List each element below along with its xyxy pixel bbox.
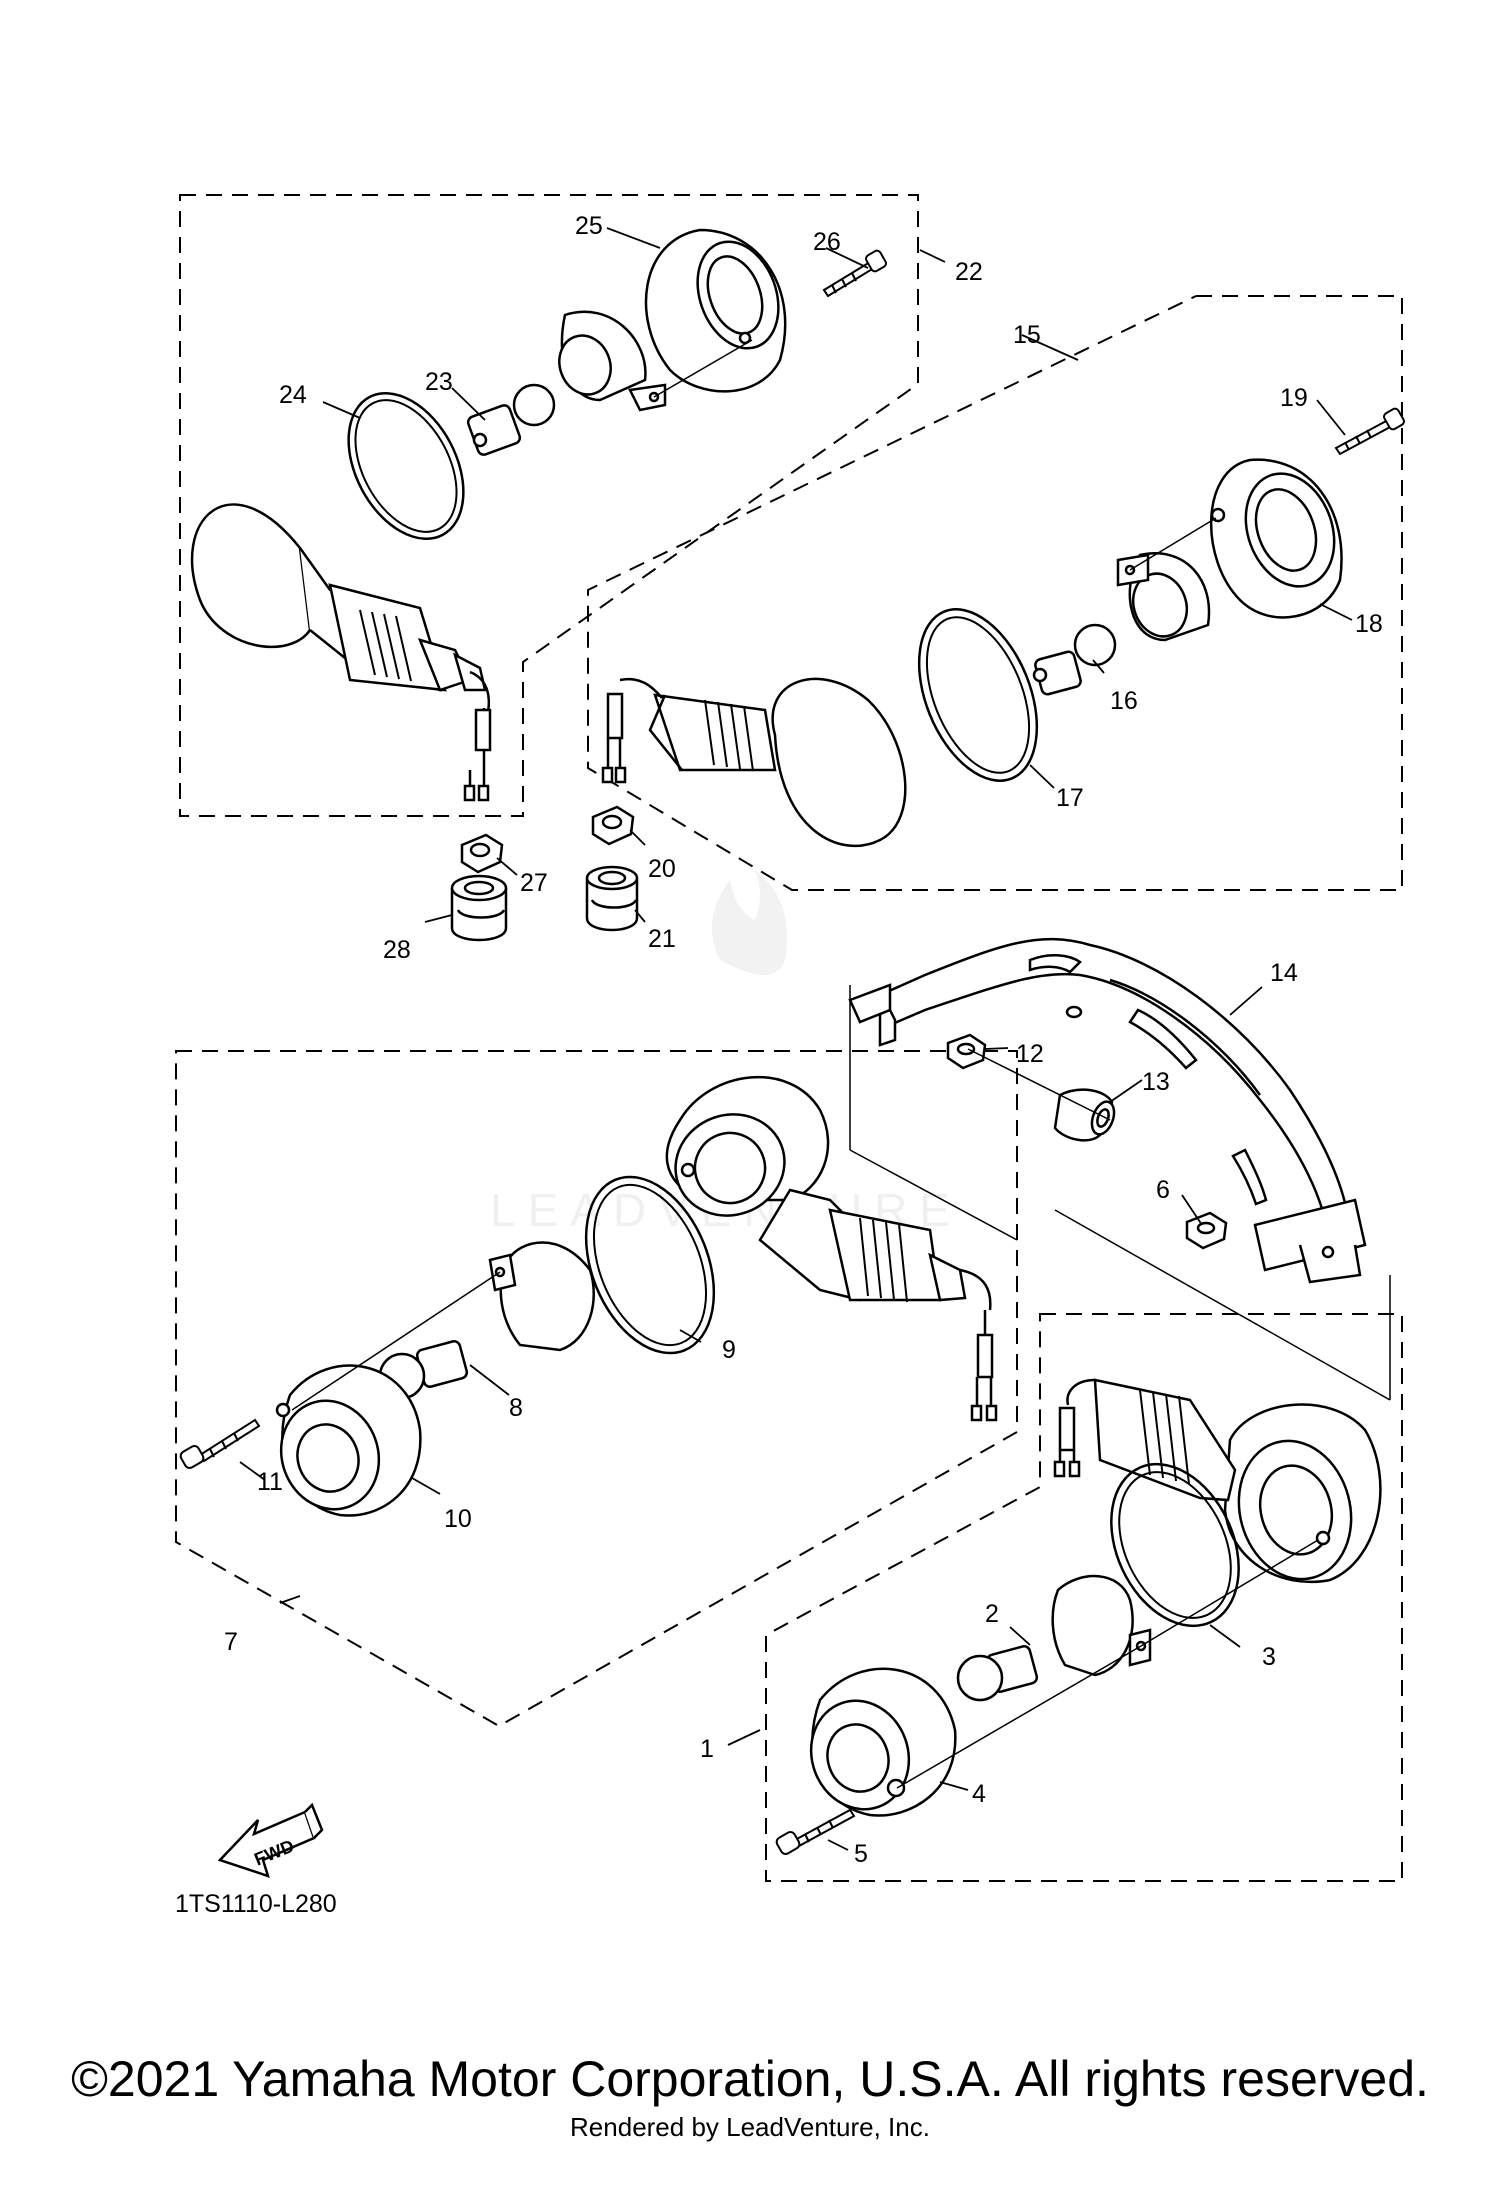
callout-18: 18 — [1355, 610, 1383, 638]
callout-3: 3 — [1262, 1643, 1276, 1671]
socket-plate-15 — [1116, 552, 1211, 642]
callout-11: 11 — [257, 1468, 283, 1496]
callout-28: 28 — [383, 936, 411, 964]
callout-8: 8 — [509, 1394, 523, 1422]
rendered-by-notice: Rendered by LeadVenture, Inc. — [570, 2112, 930, 2142]
callout-17: 17 — [1056, 784, 1084, 812]
callout-4: 4 — [972, 1780, 986, 1808]
bracket-14 — [848, 937, 1367, 1284]
lens-housing-18 — [1209, 458, 1343, 619]
group-box-1 — [765, 1313, 1403, 1882]
lens-housing-25 — [644, 228, 787, 393]
callout-27: 27 — [520, 869, 548, 897]
screw-26 — [822, 249, 887, 298]
screw-11 — [179, 1418, 261, 1469]
nut-6 — [1185, 1211, 1228, 1250]
bulb-16 — [1032, 623, 1117, 696]
spacer-13 — [1053, 1088, 1116, 1142]
callout-24: 24 — [279, 381, 307, 409]
signal-assembly-1 — [1053, 1378, 1382, 1584]
gasket-9 — [584, 1175, 716, 1355]
lens-housing-4 — [809, 1667, 957, 1817]
fwd-arrow: FWD — [217, 1802, 324, 1878]
callout-1: 1 — [700, 1735, 714, 1763]
leader-lines — [239, 227, 1353, 1851]
callout-9: 9 — [722, 1336, 736, 1364]
callout-19: 19 — [1280, 384, 1308, 412]
callout-21: 21 — [648, 925, 676, 953]
callout-12: 12 — [1016, 1040, 1044, 1068]
socket-plate-22 — [558, 310, 667, 412]
group-box-22 — [179, 194, 919, 817]
gasket-24 — [347, 391, 465, 541]
callout-labels: 1 2 3 4 5 6 7 8 9 10 11 12 13 14 15 16 1… — [224, 212, 1383, 1868]
callout-20: 20 — [648, 855, 676, 883]
callout-2: 2 — [985, 1600, 999, 1628]
lens-housing-10 — [275, 1364, 422, 1517]
callout-13: 13 — [1142, 1068, 1170, 1096]
group-box-7 — [175, 1050, 1018, 1728]
callout-7: 7 — [224, 1628, 238, 1656]
screw-19 — [1334, 407, 1405, 456]
gasket-17 — [917, 608, 1039, 782]
spacer-28 — [450, 874, 508, 942]
callout-25: 25 — [575, 212, 603, 240]
gasket-3 — [1110, 1462, 1240, 1628]
callout-15: 15 — [1013, 321, 1041, 349]
signal-assembly-22 — [190, 503, 492, 802]
callout-5: 5 — [854, 1840, 868, 1868]
spacer-21 — [585, 865, 639, 932]
nut-20 — [591, 805, 635, 846]
callout-14: 14 — [1270, 959, 1298, 987]
callout-6: 6 — [1156, 1176, 1170, 1204]
copyright-notice: ©2021 Yamaha Motor Corporation, U.S.A. A… — [71, 2051, 1429, 2107]
signal-assembly-7 — [665, 1075, 998, 1422]
group-box-15 — [587, 295, 1403, 891]
screw-5 — [775, 1808, 856, 1855]
figure-code: 1TS1110-L280 — [175, 1890, 337, 1918]
callout-16: 16 — [1110, 687, 1138, 715]
signal-assembly-15 — [601, 677, 907, 848]
callout-23: 23 — [425, 368, 453, 396]
callout-22: 22 — [955, 258, 983, 286]
callout-26: 26 — [813, 228, 841, 256]
bulb-23 — [466, 383, 556, 456]
bulb-2 — [956, 1645, 1039, 1702]
socket-plate-1 — [1051, 1574, 1152, 1677]
nut-27 — [460, 833, 504, 874]
socket-plate-7 — [488, 1241, 595, 1352]
callout-10: 10 — [444, 1505, 472, 1533]
nut-12 — [946, 1033, 987, 1070]
assembly-lines — [291, 339, 1391, 1789]
